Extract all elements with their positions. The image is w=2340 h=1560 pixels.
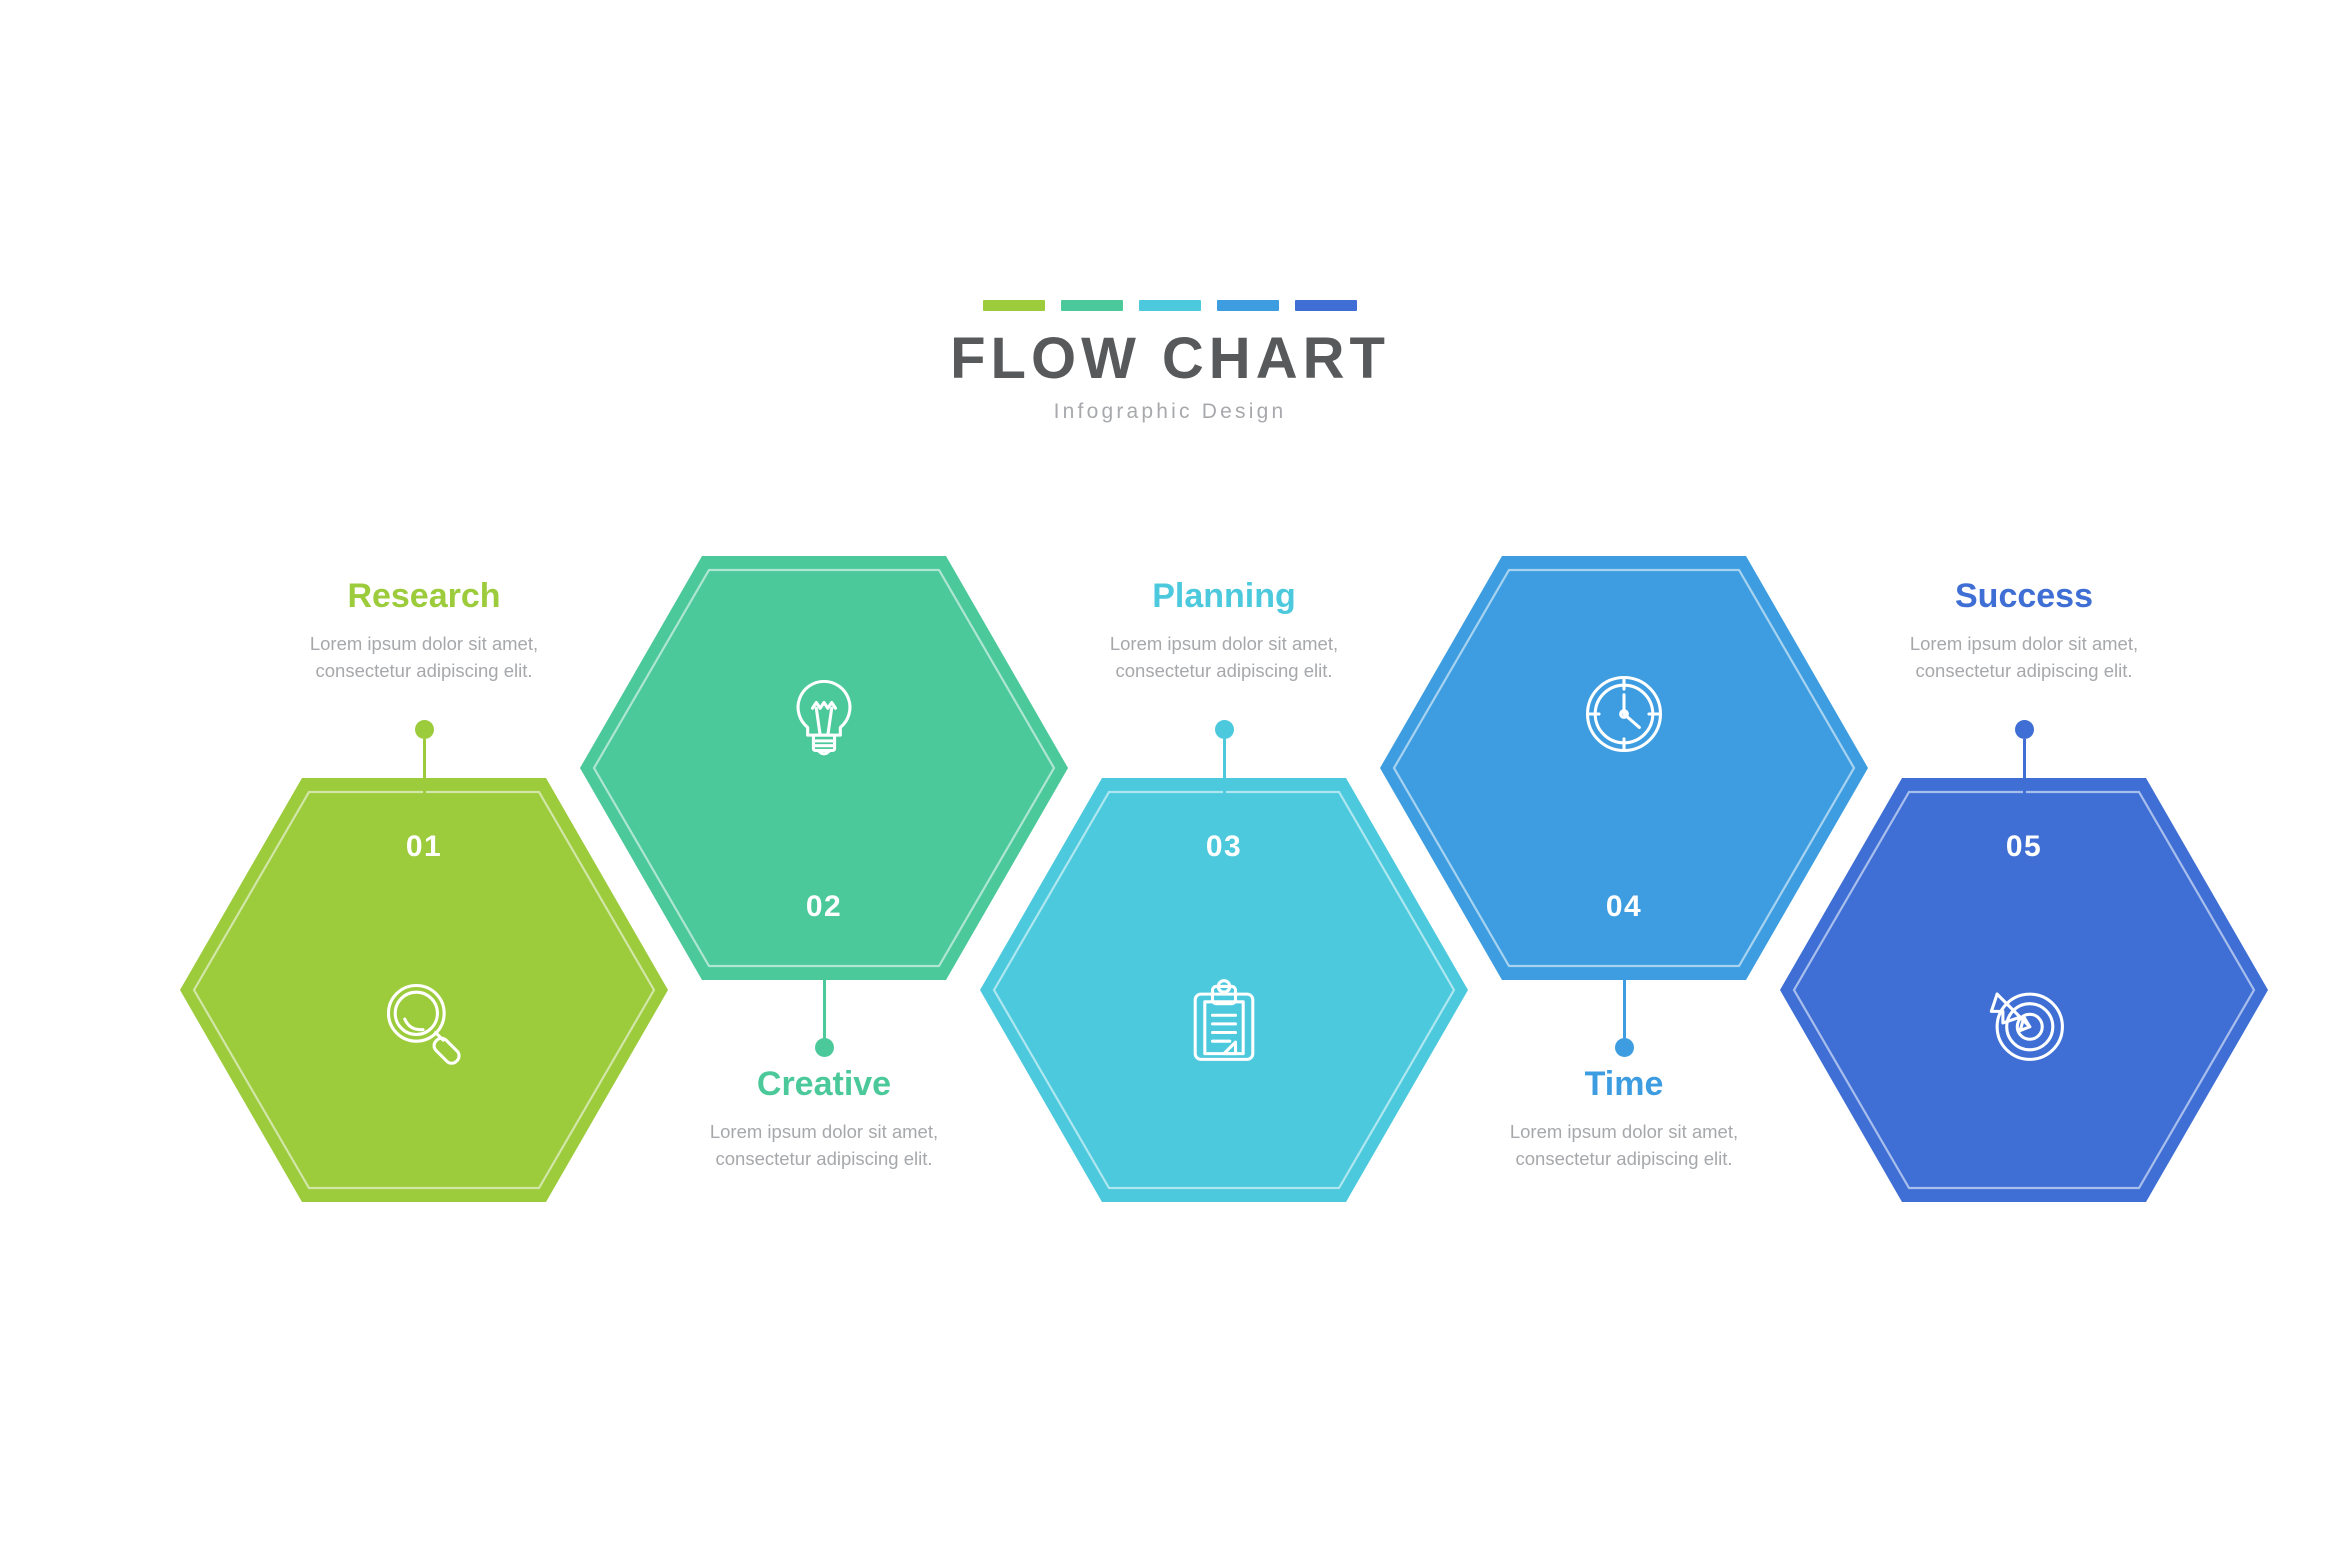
step-description-line-1: Lorem ipsum dolor sit amet, [309,633,539,655]
step-icon-holder [1780,973,2268,1069]
connector-dot [414,720,434,739]
bar-1 [983,300,1045,311]
step-connector [1613,980,1635,1057]
connector-stem [422,739,426,797]
target-arrow-icon [1989,992,2064,1061]
step-description-line-2: consectetur adipiscing elit. [315,659,533,681]
step-connector [413,720,435,797]
connector-stem [1222,739,1226,797]
clipboard-icon [1193,979,1255,1061]
step-title: Creative [756,1065,892,1103]
magnifier-icon [386,983,461,1065]
hexagon-step-02[interactable]: 02 [580,556,1068,980]
infographic-header: FLOW CHART Infographic Design [0,300,2340,424]
clock-icon [1585,676,1663,753]
page-subtitle: Infographic Design [1053,399,1287,423]
step-icon-holder [980,973,1468,1069]
step-connector [1213,720,1235,797]
lightbulb-icon [796,680,852,756]
connector-dot [814,1038,834,1057]
step-number: 01 [405,830,443,863]
step-icon-holder [180,973,668,1069]
hexagon-step-03[interactable]: 03 [980,778,1468,1202]
step-number: 04 [1605,890,1643,923]
hexagon-step-04[interactable]: 04 [1380,556,1868,980]
connector-dot [2014,720,2034,739]
connector-dot [1614,1038,1634,1057]
step-icon-holder [1380,666,1868,762]
step-title: Planning [1152,577,1296,615]
accent-bar-row [0,300,2340,311]
step-icon-holder [580,666,1068,762]
connector-stem [822,980,826,1038]
connector-dot [1214,720,1234,739]
hexagon-step-05[interactable]: 05 [1780,778,2268,1202]
step-description-line-1: Lorem ipsum dolor sit amet, [1109,633,1339,655]
step-description-line-2: consectetur adipiscing elit. [1115,659,1333,681]
step-connector [2013,720,2035,797]
step-description-line-2: consectetur adipiscing elit. [715,1147,933,1169]
step-description-line-1: Lorem ipsum dolor sit amet, [1909,633,2139,655]
bar-5 [1295,300,1357,311]
connector-stem [1622,980,1626,1038]
connector-stem [2022,739,2026,797]
step-number: 02 [805,890,843,923]
step-title: Success [1955,577,2093,615]
step-number: 05 [2005,830,2043,863]
step-title: Time [1584,1065,1664,1103]
bar-4 [1217,300,1279,311]
step-title: Research [347,577,501,615]
bar-2 [1061,300,1123,311]
bar-3 [1139,300,1201,311]
step-number: 03 [1205,830,1243,863]
step-description-line-2: consectetur adipiscing elit. [1515,1147,1733,1169]
step-description-line-2: consectetur adipiscing elit. [1915,659,2133,681]
step-connector [813,980,835,1057]
step-description-line-1: Lorem ipsum dolor sit amet, [1509,1121,1739,1143]
step-description-line-1: Lorem ipsum dolor sit amet, [709,1121,939,1143]
page-title: FLOW CHART [950,326,1390,391]
hexagon-step-01[interactable]: 01 [180,778,668,1202]
